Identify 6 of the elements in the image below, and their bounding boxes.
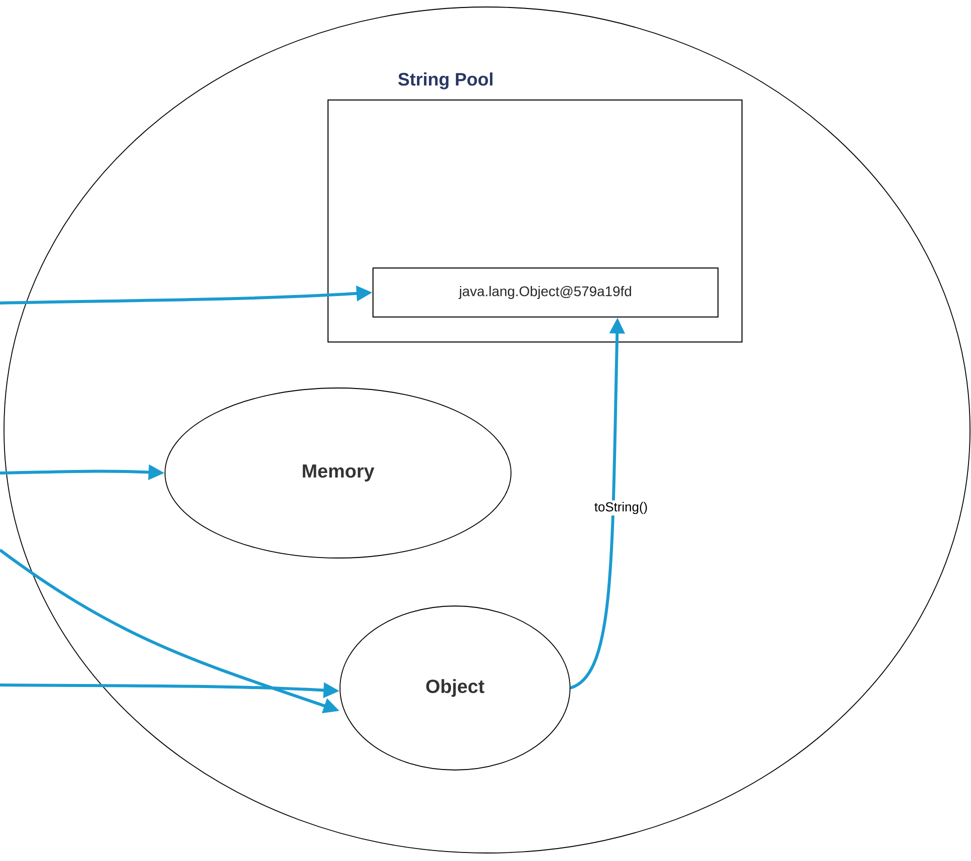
edge-label: toString() — [592, 500, 650, 516]
value-box: java.lang.Object@579a19fd — [372, 268, 718, 318]
outer-ellipse — [4, 6, 970, 854]
node-label: String Pool — [398, 72, 492, 90]
ellipse-node: Memory — [164, 388, 512, 558]
ellipse-node: Object — [340, 606, 570, 770]
